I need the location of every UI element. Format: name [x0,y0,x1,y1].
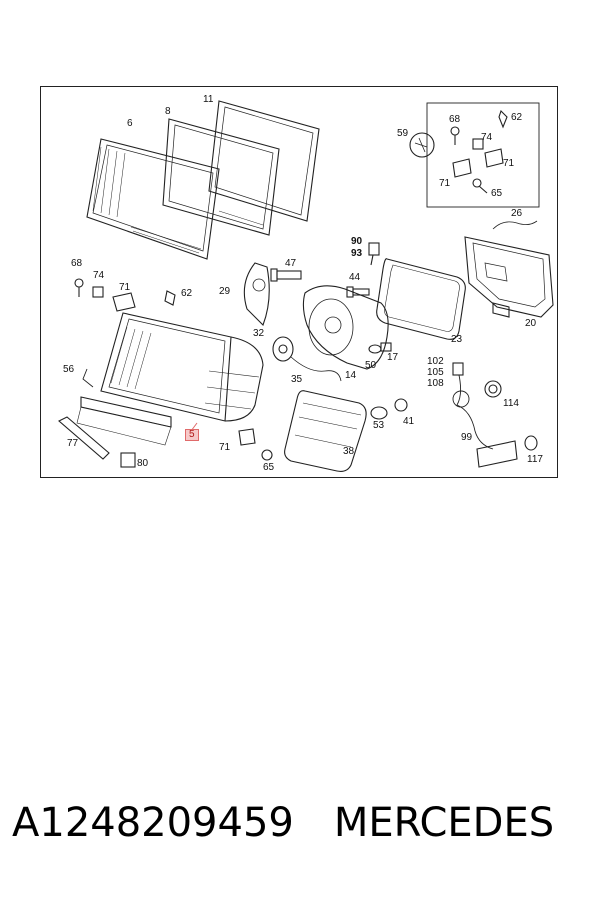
headlamp-housing-20 [464,236,554,318]
callout-74-inset: 74 [481,132,493,143]
callout-105: 105 [427,367,444,378]
callout-62: 62 [181,288,193,299]
part-footer: A1248209459 MERCEDES [12,800,592,860]
callout-77: 77 [67,438,79,449]
fog-lamp-38 [284,390,367,472]
callout-17: 17 [387,352,399,363]
clip-59 [409,132,435,158]
callout-71-inset-left: 71 [439,178,451,189]
bulb-cap-29 [243,262,270,326]
callout-68-inset: 68 [449,114,461,125]
callout-41: 41 [403,416,415,427]
screw-65-inset [472,178,488,194]
callout-38: 38 [343,446,355,457]
bulb-53 [370,406,388,420]
part-number: A1248209459 [12,800,294,846]
headlamp-assembly-5 [82,312,264,422]
bulb-47 [270,268,302,282]
callout-20: 20 [525,318,537,329]
callout-23: 23 [451,334,463,345]
callout-65-inset: 65 [491,188,503,199]
grommet-114 [484,380,502,398]
callout-62-inset: 62 [511,112,523,123]
callout-93: 93 [351,248,363,259]
callout-59: 59 [397,128,409,139]
callout-114: 114 [503,398,519,409]
headlamp-seal-11 [208,100,320,222]
callout-108: 108 [427,378,444,389]
callout-26: 26 [511,208,523,219]
connector-90-93 [368,242,380,266]
callout-32: 32 [253,328,265,339]
brand-name: MERCEDES [333,800,555,846]
actuator-32 [272,336,342,382]
socket-41 [394,398,408,412]
callout-29: 29 [219,286,231,297]
headlamp-frame-8 [162,118,280,236]
callout-44: 44 [349,272,361,283]
callout-80: 80 [137,458,149,469]
reflector-14 [302,285,389,370]
bracket-71-inset [452,148,504,178]
callout-99: 99 [461,432,473,443]
callout-90: 90 [351,236,363,247]
side-marker-99 [476,440,518,468]
clip-80 [120,452,136,468]
screw-65-bottom [261,449,273,461]
callout-71-inset-right: 71 [503,158,515,169]
callout-71: 71 [119,282,131,293]
callout-5-highlighted[interactable]: 5 [185,429,199,441]
headlamp-lens-6 [86,138,220,260]
cover-26-wire [492,220,538,230]
callout-68: 68 [71,258,83,269]
parts-diagram-frame: 6 8 11 59 68 74 62 71 71 65 26 90 93 68 … [40,86,558,478]
callout-14: 14 [345,370,357,381]
clip-62-inset [498,109,508,129]
clip-62 [164,290,176,306]
nut-74 [92,286,104,298]
callout-50: 50 [365,360,377,371]
screw-68-inset [450,126,460,145]
callout-35: 35 [291,374,303,385]
callout-74: 74 [93,270,105,281]
callout-56: 56 [63,364,75,375]
hose-77 [58,416,110,460]
callout-65-bottom: 65 [263,462,275,473]
wiring-harness-99 [452,362,494,450]
callout-71-bottom: 71 [219,442,231,453]
callout-102: 102 [427,356,444,367]
callout-53: 53 [373,420,385,431]
bracket-71 [112,292,136,312]
nut-74-inset [472,138,484,150]
headlamp-exploded-view [58,100,554,472]
gasket-23 [376,258,466,340]
callout-6: 6 [127,118,133,129]
callout-47: 47 [285,258,297,269]
screw-68 [74,278,84,297]
trim-strip [76,396,172,446]
callout-8: 8 [165,106,171,117]
callout-11: 11 [203,94,214,105]
bulb-17 [380,342,392,352]
bracket-71-bottom [238,428,256,446]
callout-117: 117 [527,454,543,465]
bulb-117 [524,435,538,451]
bulb-44 [346,286,370,298]
bulb-50 [368,344,382,354]
